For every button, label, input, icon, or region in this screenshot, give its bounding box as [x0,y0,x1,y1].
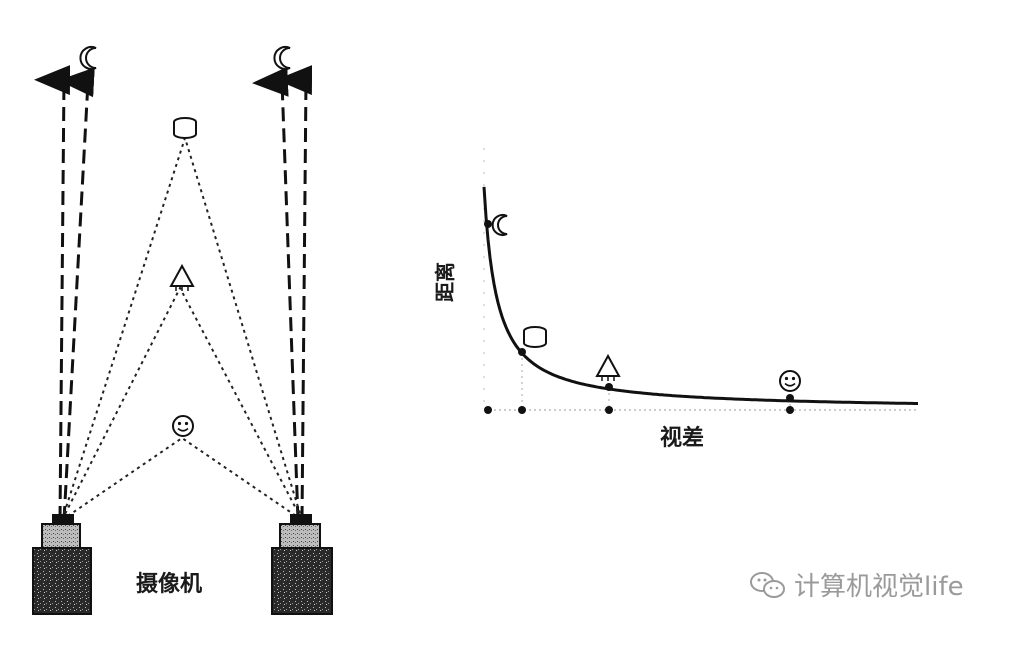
drop-lines [521,352,791,410]
axis-point [786,406,794,414]
cone-icon [169,263,195,291]
smiley-icon [779,370,801,392]
axis-point [518,406,526,414]
curve-point-moon [484,220,492,228]
distance-disparity-curve [482,186,918,405]
curve-point-smiley [786,394,794,402]
moon-icon [79,46,97,70]
wechat-icon [750,572,785,598]
moon-icon [273,46,291,70]
watermark: 计算机视觉life [750,572,964,602]
curve-point-cone [605,383,613,391]
axis-point [484,406,492,414]
rays-to-moon [34,65,313,521]
left-camera [32,514,92,615]
rays-to-objects [61,134,303,521]
left-figure: 摄像机 [32,46,333,615]
moon-icon [491,214,508,236]
cylinder-icon [173,117,197,139]
right-camera [271,514,333,615]
cone-icon [595,353,621,381]
camera-label: 摄像机 [136,571,202,597]
right-figure: 视差 距离 [433,148,918,451]
axis-point [605,406,613,414]
smiley-icon [172,415,194,437]
curve-point-cylinder [518,348,526,356]
x-axis-label: 视差 [660,425,704,451]
y-axis-label: 距离 [433,262,457,302]
watermark-text: 计算机视觉life [794,572,964,602]
cylinder-icon [523,326,547,348]
